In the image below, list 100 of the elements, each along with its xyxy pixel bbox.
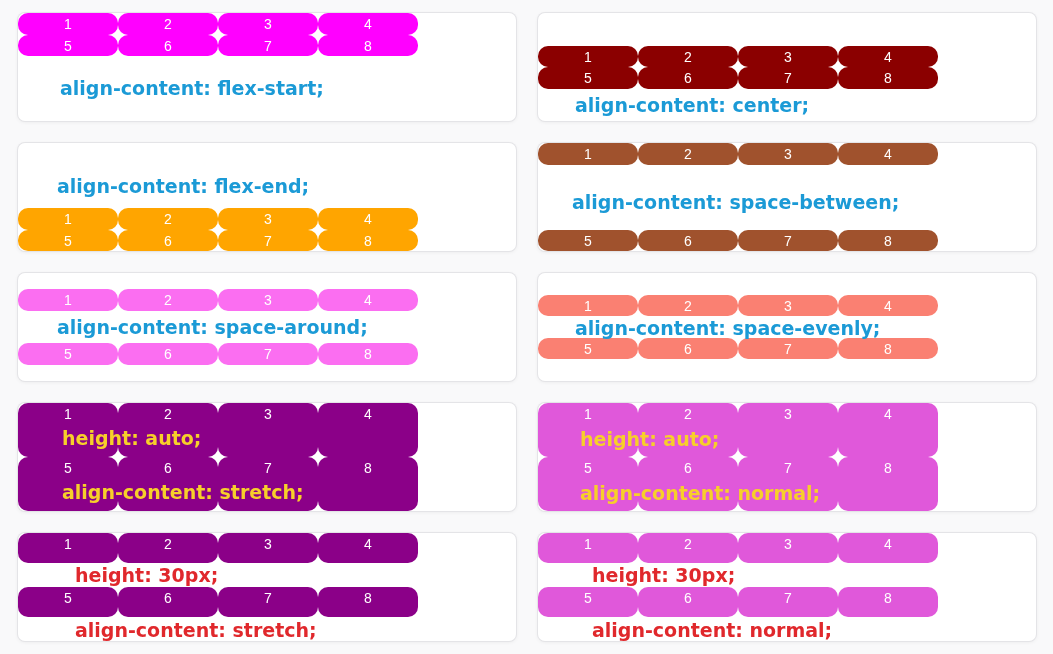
item-number: 7 (264, 37, 272, 54)
item-number: 2 (164, 292, 172, 309)
flex-item (318, 208, 418, 230)
css-code-label: align-content: normal; (592, 619, 833, 641)
item-number: 4 (884, 48, 892, 65)
item-number: 8 (364, 460, 372, 476)
item-number: 5 (64, 37, 72, 54)
item-number: 6 (684, 460, 692, 476)
item-number: 3 (784, 48, 792, 65)
flex-item (118, 587, 218, 617)
item-number: 6 (164, 232, 172, 249)
item-number: 1 (584, 297, 592, 314)
item-number: 3 (784, 297, 792, 314)
item-number: 3 (784, 146, 792, 162)
item-number: 7 (784, 460, 792, 476)
flex-item (538, 587, 638, 617)
item-number: 2 (684, 406, 692, 422)
css-code-label: height: auto; (62, 427, 202, 449)
flex-item (218, 208, 318, 230)
flex-item (118, 289, 218, 311)
item-number: 7 (264, 346, 272, 363)
item-number: 4 (364, 406, 372, 422)
item-number: 1 (584, 146, 592, 162)
flex-item (638, 143, 738, 165)
item-number: 4 (364, 536, 372, 552)
item-number: 5 (584, 340, 592, 357)
item-number: 8 (364, 37, 372, 54)
flex-item (538, 533, 638, 563)
item-number: 5 (64, 346, 72, 363)
flex-item (18, 533, 118, 563)
flex-item (218, 34, 318, 56)
item-number: 6 (164, 460, 172, 476)
flex-item (838, 337, 938, 360)
demo-card (538, 13, 1036, 121)
css-code-label: align-content: stretch; (75, 619, 317, 641)
item-number: 2 (164, 16, 172, 32)
flex-item (638, 67, 738, 89)
item-number: 5 (64, 590, 72, 606)
flex-item (638, 294, 738, 317)
demo-card (538, 273, 1036, 381)
flex-item (838, 533, 938, 563)
item-number: 3 (264, 211, 272, 227)
flex-item (218, 343, 318, 365)
item-number: 1 (584, 406, 592, 422)
flex-item (738, 294, 838, 317)
css-code-label: align-content: stretch; (62, 481, 304, 503)
flex-item (18, 208, 118, 230)
item-number: 1 (584, 48, 592, 65)
flex-item (738, 229, 838, 251)
item-number: 6 (164, 590, 172, 606)
item-number: 7 (264, 232, 272, 249)
flex-item (838, 294, 938, 317)
demo-card (18, 143, 516, 251)
demo-card (538, 143, 1036, 251)
demo-card (538, 533, 1036, 641)
demo-card (18, 273, 516, 381)
flex-item (538, 337, 638, 360)
css-code-label: align-content: center; (575, 94, 810, 116)
flex-item (318, 533, 418, 563)
flex-item (118, 208, 218, 230)
css-code-label: align-content: space-evenly; (575, 317, 881, 339)
flex-item (18, 13, 118, 35)
flex-item (838, 67, 938, 89)
item-number: 3 (784, 536, 792, 552)
flex-item (18, 289, 118, 311)
flex-item (738, 45, 838, 67)
flex-item (118, 533, 218, 563)
css-code-label: align-content: normal; (580, 482, 821, 504)
flex-item (218, 587, 318, 617)
css-code-label: align-content: space-between; (572, 191, 900, 213)
flex-item (738, 587, 838, 617)
flex-item (538, 45, 638, 67)
item-number: 1 (64, 406, 72, 422)
item-number: 7 (784, 70, 792, 86)
item-number: 3 (264, 16, 272, 32)
item-number: 5 (584, 590, 592, 606)
css-code-label: align-content: space-around; (57, 316, 368, 338)
flex-item (18, 229, 118, 251)
flex-item (218, 13, 318, 35)
item-number: 3 (784, 406, 792, 422)
item-number: 2 (684, 297, 692, 314)
item-number: 5 (584, 460, 592, 476)
item-number: 1 (64, 536, 72, 552)
item-number: 2 (164, 406, 172, 422)
item-number: 6 (684, 232, 692, 249)
flex-item (838, 143, 938, 165)
item-number: 7 (784, 590, 792, 606)
flex-item (638, 337, 738, 360)
flex-item (18, 587, 118, 617)
item-number: 3 (264, 536, 272, 552)
flex-item (738, 143, 838, 165)
item-number: 8 (884, 340, 892, 357)
item-number: 2 (164, 536, 172, 552)
flex-item (838, 229, 938, 251)
item-number: 4 (884, 146, 892, 162)
css-code-label: height: 30px; (592, 564, 736, 586)
item-number: 2 (684, 536, 692, 552)
demo-card (18, 403, 516, 511)
flex-item (318, 34, 418, 56)
item-number: 4 (884, 297, 892, 314)
